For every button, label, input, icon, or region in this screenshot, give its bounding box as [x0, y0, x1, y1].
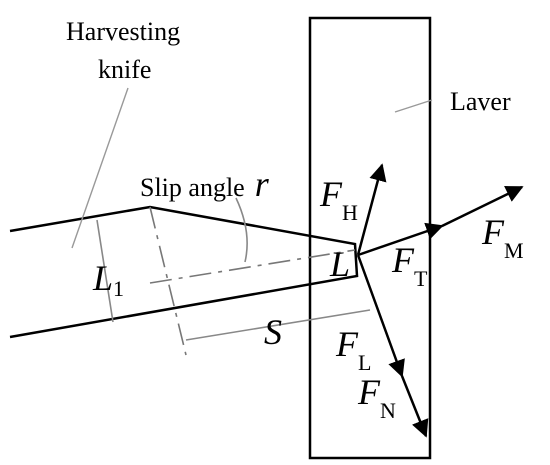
FH-sub: H	[342, 200, 358, 225]
harvesting-knife-label-line2: knife	[98, 55, 151, 84]
L1-main: L	[92, 258, 113, 298]
L1-sub: 1	[113, 276, 124, 301]
S-dimension-line	[185, 309, 371, 341]
FT-label: FT	[391, 240, 428, 291]
slip-angle-label: Slip angle r	[140, 164, 270, 204]
force-FH-arrow	[356, 163, 387, 256]
slip-angle-symbol: r	[255, 164, 270, 204]
FL-label: FL	[335, 324, 371, 375]
FH-main: F	[319, 174, 343, 214]
FN-sub: N	[380, 398, 396, 423]
L-label: L	[329, 244, 350, 284]
knife-centerline	[149, 249, 356, 284]
FN-main: F	[357, 372, 381, 412]
FM-main: F	[481, 212, 505, 252]
FL-sub: L	[358, 350, 371, 375]
harvesting-knife-label-line1: Harvesting	[66, 17, 180, 46]
slip-angle-text: Slip angle	[140, 173, 245, 202]
force-FL-arrow	[356, 254, 405, 378]
slip-angle-arc	[235, 197, 248, 263]
force-FM-arrow	[441, 185, 524, 228]
FL-main: F	[335, 324, 359, 364]
knife-leader	[71, 87, 129, 249]
knife-outline	[9, 205, 359, 339]
force-FN-arrow	[400, 375, 429, 438]
FM-label: FM	[481, 212, 524, 263]
force-FT-arrow	[357, 222, 444, 257]
L1-label: L1	[92, 258, 124, 301]
laver-leader	[394, 99, 433, 113]
FH-label: FH	[319, 174, 358, 225]
S-label: S	[264, 312, 282, 352]
FT-sub: T	[414, 266, 428, 291]
blade-edge-projection	[149, 206, 187, 356]
laver-label: Laver	[450, 87, 511, 116]
FM-sub: M	[504, 238, 524, 263]
FN-label: FN	[357, 372, 396, 423]
FT-main: F	[391, 240, 415, 280]
L1-dimension-line	[96, 219, 114, 323]
